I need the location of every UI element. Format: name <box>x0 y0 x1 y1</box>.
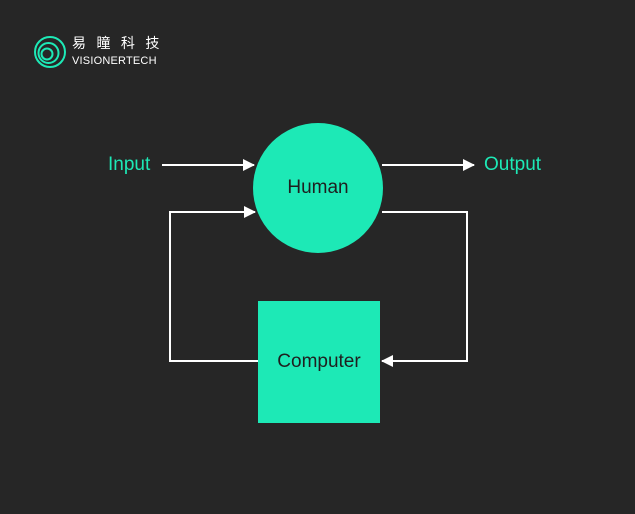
output-label: Output <box>484 154 542 175</box>
computer-to-human-arrow <box>169 206 258 362</box>
brand-logo: 易 瞳 科 技 VISIONERTECH <box>33 34 193 70</box>
brand-name-chinese: 易 瞳 科 技 <box>72 36 163 52</box>
computer-node: Computer <box>258 301 380 423</box>
concentric-ring-logo-icon <box>34 36 66 68</box>
brand-name-english: VISIONERTECH <box>72 55 157 67</box>
computer-node-label: Computer <box>277 351 361 372</box>
human-node: Human <box>253 123 383 253</box>
human-node-label: Human <box>287 177 349 198</box>
human-to-computer-arrow <box>381 211 468 367</box>
input-label: Input <box>108 154 151 175</box>
